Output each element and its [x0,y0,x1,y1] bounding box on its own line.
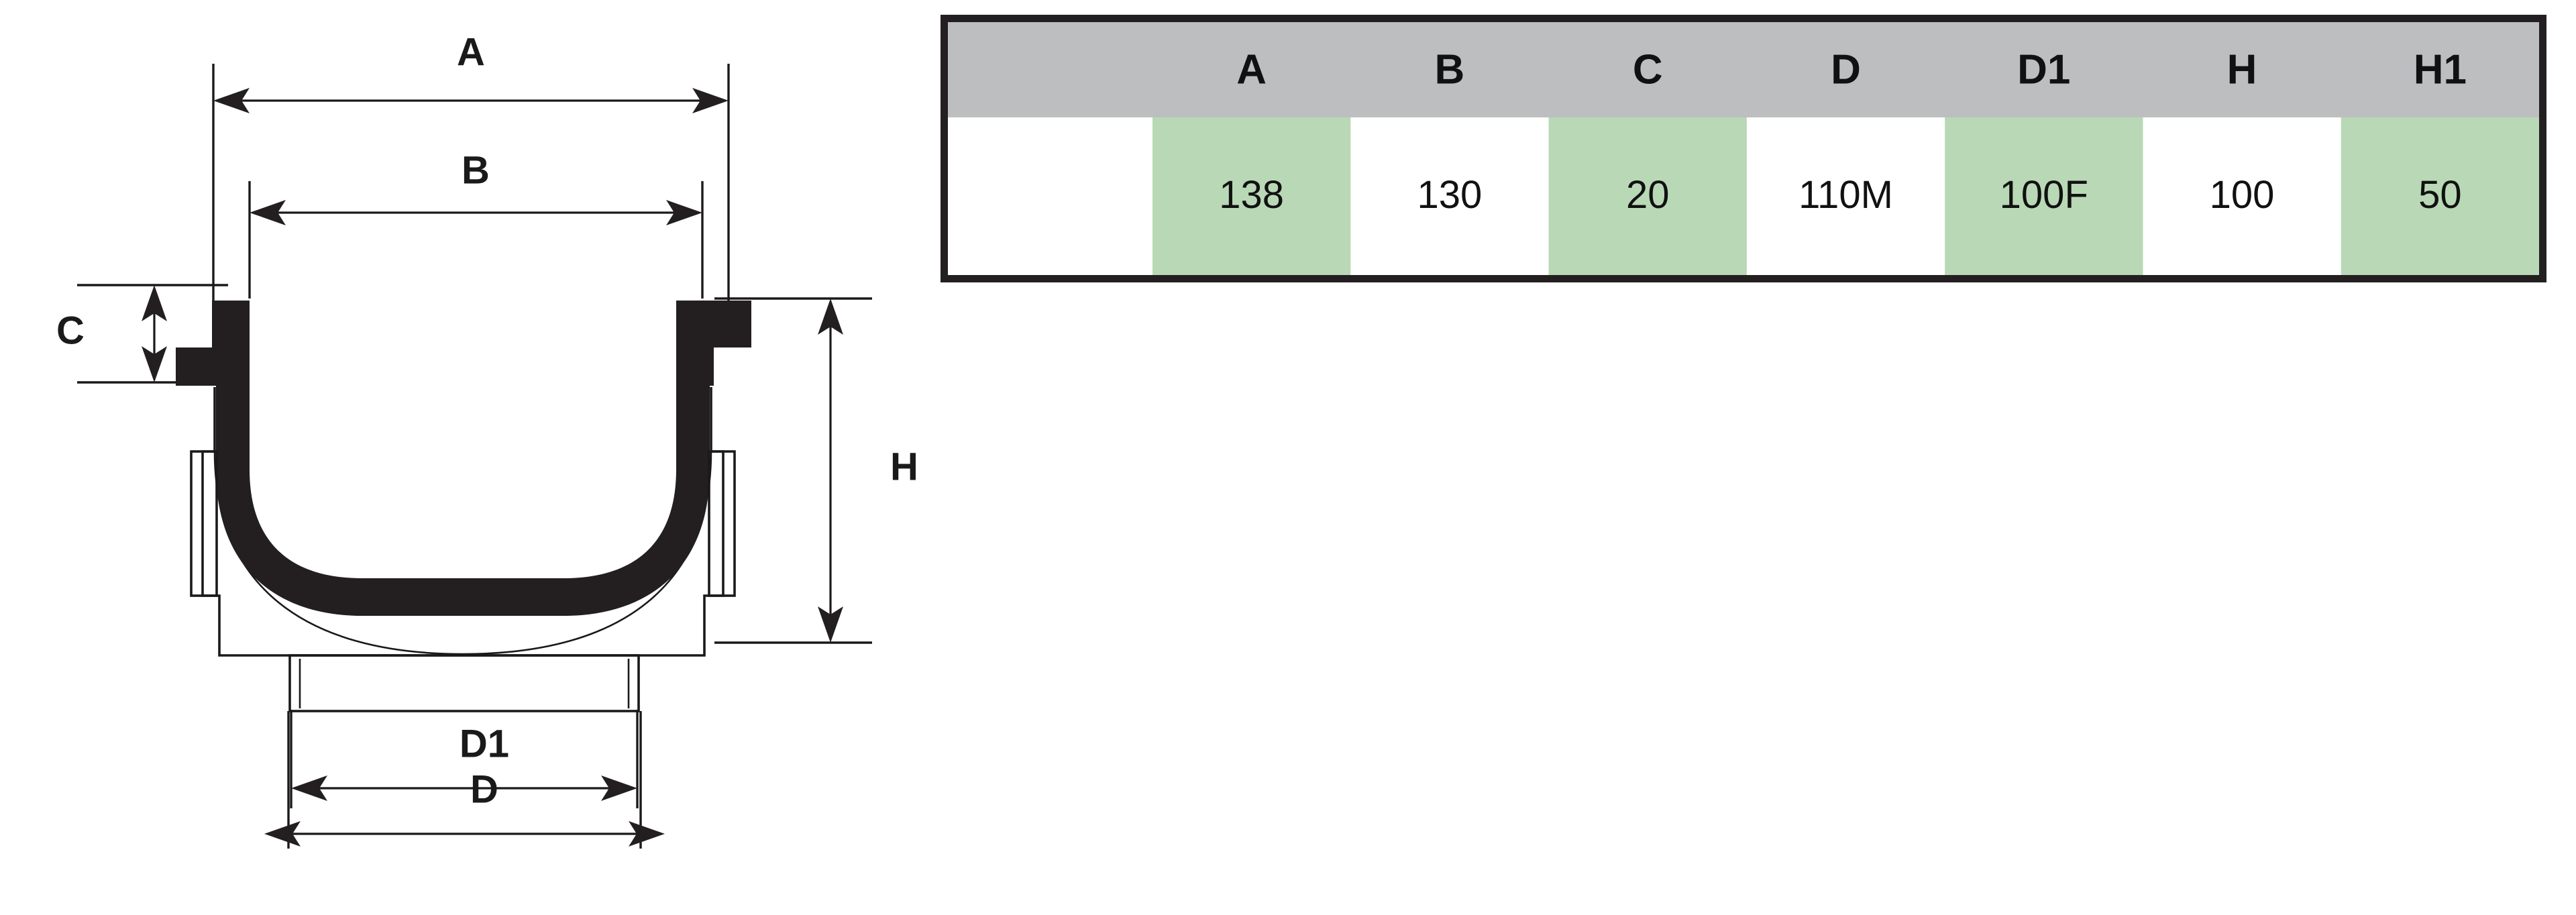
dimension-label-d: D [470,767,498,811]
table-column-header-c: C [1633,46,1663,93]
arrowhead-down-c-icon [142,346,167,382]
channel-wall-heavy-profile [176,301,714,616]
side-lug-left [190,450,218,597]
outlet-spigot [288,654,640,712]
table-column-header-d1: D1 [2017,46,2070,93]
arrowhead-right-d-icon [629,821,665,847]
dimension-table-group: A 138 B 130 C 20 D 110M D1 100F H 100 H1 50 [941,15,2546,282]
table-cell-value-h1: 50 [2418,173,2462,217]
table-column-header-d: D [1831,46,1861,93]
dimension-d: D [264,711,665,849]
channel-flange-right [714,301,751,347]
arrowhead-down-h-icon [818,606,843,643]
arrowhead-left-d1-icon [291,775,327,801]
dimension-label-a: A [457,30,485,74]
table-cell-value-c: 20 [1626,173,1670,217]
arrowhead-up-h-icon [818,299,843,335]
table-cell-highlight [1152,117,1351,275]
dimension-label-d1: D1 [460,722,509,765]
table-header-row [948,22,2539,117]
dimension-label-b: B [462,148,490,192]
dimension-d1: D1 [290,710,639,808]
table-cell-value-b: 130 [1417,173,1483,217]
arrowhead-left-d-icon [264,821,301,847]
arrowhead-left-b-icon [250,200,286,225]
table-column-header-h: H [2227,46,2257,93]
table-cell-value-d: 110M [1799,173,1893,217]
dimension-table: A 138 B 130 C 20 D 110M D1 100F H 100 H1 50 [941,15,2546,282]
channel-cross-section-drawing: A B C H [56,30,918,849]
arrowhead-left-a-icon [213,88,250,113]
table-outer-border [941,15,2546,282]
channel-outer-bowl-arc [213,451,712,655]
table-column-header-b: B [1435,46,1465,93]
dimension-h: H [714,297,918,644]
side-lug-right [708,450,736,597]
table-cell-value-d1: 100F [2000,173,2088,217]
channel-wall-section [176,301,751,616]
dimension-label-c: C [56,309,85,352]
dimension-a: A [212,30,730,305]
table-column-header-h1: H1 [2414,46,2467,93]
outlet-spigot-body [288,654,640,712]
table-column-header-a: A [1236,46,1267,93]
arrowhead-right-b-icon [666,200,702,225]
arrowhead-right-a-icon [692,88,729,113]
dimension-b: B [248,148,704,299]
table-cell-highlight [1548,117,1747,275]
arrowhead-up-c-icon [142,285,167,321]
table-cell-value-h: 100 [2210,173,2275,217]
table-cell-highlight [2341,117,2539,275]
table-cell-value-a: 138 [1219,173,1284,217]
dimension-label-h: H [890,445,918,488]
arrowhead-right-d1-icon [601,775,637,801]
table-cell-highlight [1945,117,2143,275]
channel-side-lugs [190,450,736,597]
